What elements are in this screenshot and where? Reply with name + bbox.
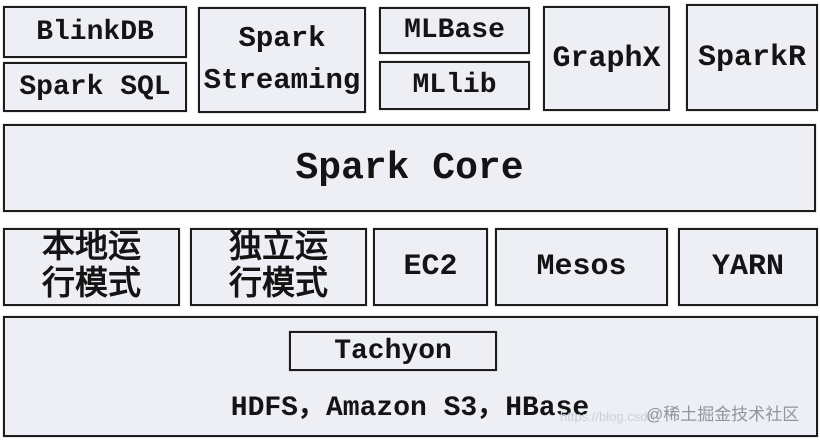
local-run-mode-line2: 行模式: [42, 267, 141, 304]
box-local-run-mode: 本地运 行模式: [3, 228, 180, 306]
box-tachyon: Tachyon: [289, 331, 497, 371]
box-blinkdb: BlinkDB: [3, 6, 187, 58]
standalone-run-mode-line1: 独立运: [229, 230, 328, 267]
box-sparkr: SparkR: [686, 4, 818, 111]
standalone-run-mode-line2: 行模式: [229, 267, 328, 304]
box-mesos: Mesos: [495, 228, 668, 306]
box-yarn: YARN: [678, 228, 818, 306]
box-spark-sql: Spark SQL: [3, 62, 187, 112]
storage-systems-label: HDFS，Amazon S3，HBase: [230, 393, 590, 424]
box-graphx: GraphX: [543, 6, 670, 111]
box-spark-core: Spark Core: [3, 124, 816, 212]
box-standalone-run-mode: 独立运 行模式: [190, 228, 367, 306]
local-run-mode-line1: 本地运: [42, 230, 141, 267]
box-ec2: EC2: [373, 228, 488, 306]
box-mllib: MLlib: [379, 61, 530, 110]
box-mlbase: MLBase: [379, 7, 530, 54]
box-spark-streaming: Spark Streaming: [198, 7, 366, 113]
